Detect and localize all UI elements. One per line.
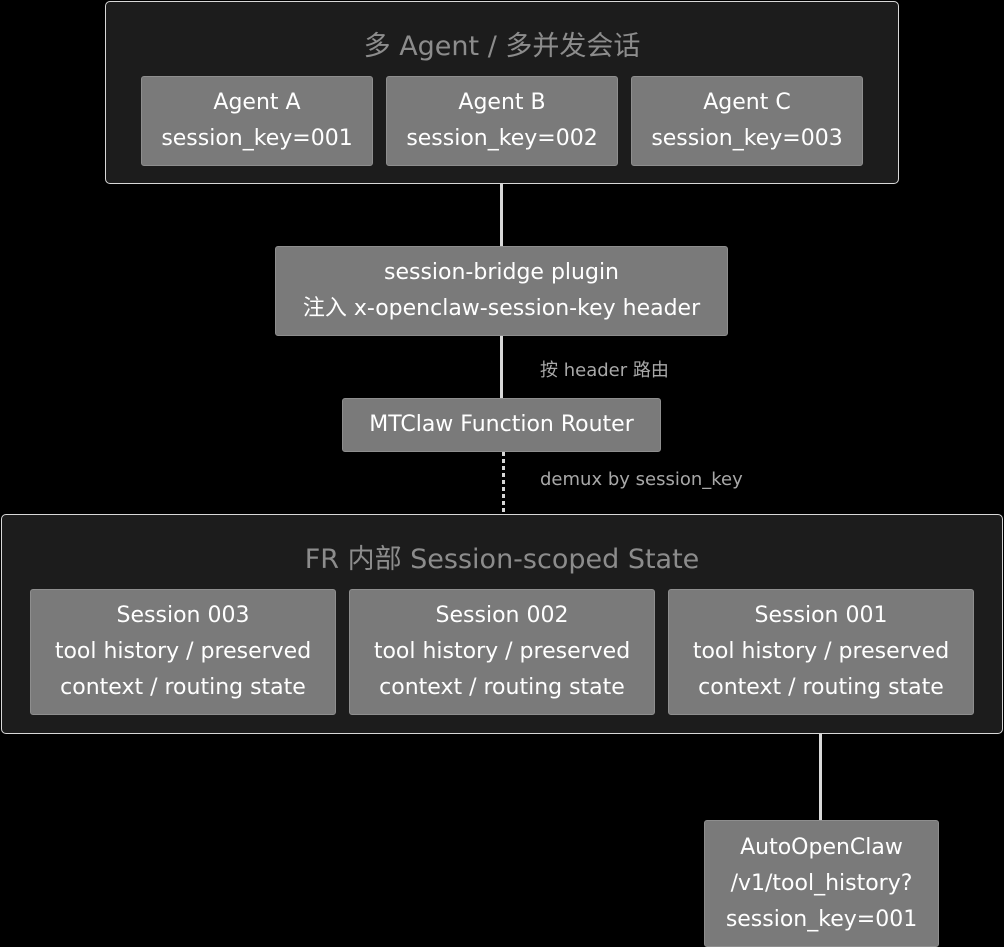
agent-a-node: Agent A session_key=001: [141, 76, 373, 166]
function-router-node: MTClaw Function Router: [342, 398, 661, 452]
edge-agents-to-bridge: [500, 184, 503, 246]
agent-b-session-key: session_key=002: [406, 126, 598, 151]
function-router-label: MTClaw Function Router: [369, 412, 634, 437]
autoopenclaw-endpoint: /v1/tool_history?: [730, 870, 913, 896]
session-002-name: Session 002: [435, 603, 569, 628]
session-003-node: Session 003 tool history / preserved con…: [30, 589, 336, 715]
agent-c-node: Agent C session_key=003: [631, 76, 863, 166]
autoopenclaw-node: AutoOpenClaw /v1/tool_history? session_k…: [704, 820, 939, 947]
edge-bridge-to-router: [500, 336, 503, 398]
agent-a-session-key: session_key=001: [161, 126, 353, 151]
edge-label-route-by-header: 按 header 路由: [540, 360, 669, 381]
session-003-line3: context / routing state: [60, 675, 306, 700]
session-001-line3: context / routing state: [698, 675, 944, 700]
session-003-name: Session 003: [116, 603, 250, 628]
session-002-line3: context / routing state: [379, 675, 625, 700]
agent-b-node: Agent B session_key=002: [386, 76, 618, 166]
session-002-node: Session 002 tool history / preserved con…: [349, 589, 655, 715]
session-001-line2: tool history / preserved: [692, 639, 950, 664]
autoopenclaw-query: session_key=001: [725, 906, 918, 932]
session-001-node: Session 001 tool history / preserved con…: [668, 589, 974, 715]
session-bridge-description: 注入 x-openclaw-session-key header: [302, 296, 701, 321]
autoopenclaw-title: AutoOpenClaw: [740, 834, 903, 860]
session-bridge-node: session-bridge plugin 注入 x-openclaw-sess…: [275, 246, 728, 336]
session-003-line2: tool history / preserved: [54, 639, 312, 664]
session-bridge-title: session-bridge plugin: [384, 260, 619, 285]
session-001-name: Session 001: [754, 603, 888, 628]
agents-cluster-title: 多 Agent / 多并发会话: [363, 31, 641, 62]
agent-b-name: Agent B: [458, 90, 546, 115]
session-002-line2: tool history / preserved: [373, 639, 631, 664]
edge-session001-to-autoopenclaw: [819, 715, 822, 820]
edge-label-demux: demux by session_key: [540, 469, 743, 490]
agent-c-name: Agent C: [703, 90, 791, 115]
agent-c-session-key: session_key=003: [651, 126, 843, 151]
fr-state-cluster-title: FR 内部 Session-scoped State: [304, 544, 700, 575]
agent-a-name: Agent A: [213, 90, 301, 115]
edge-router-to-fr-state: [502, 452, 505, 514]
